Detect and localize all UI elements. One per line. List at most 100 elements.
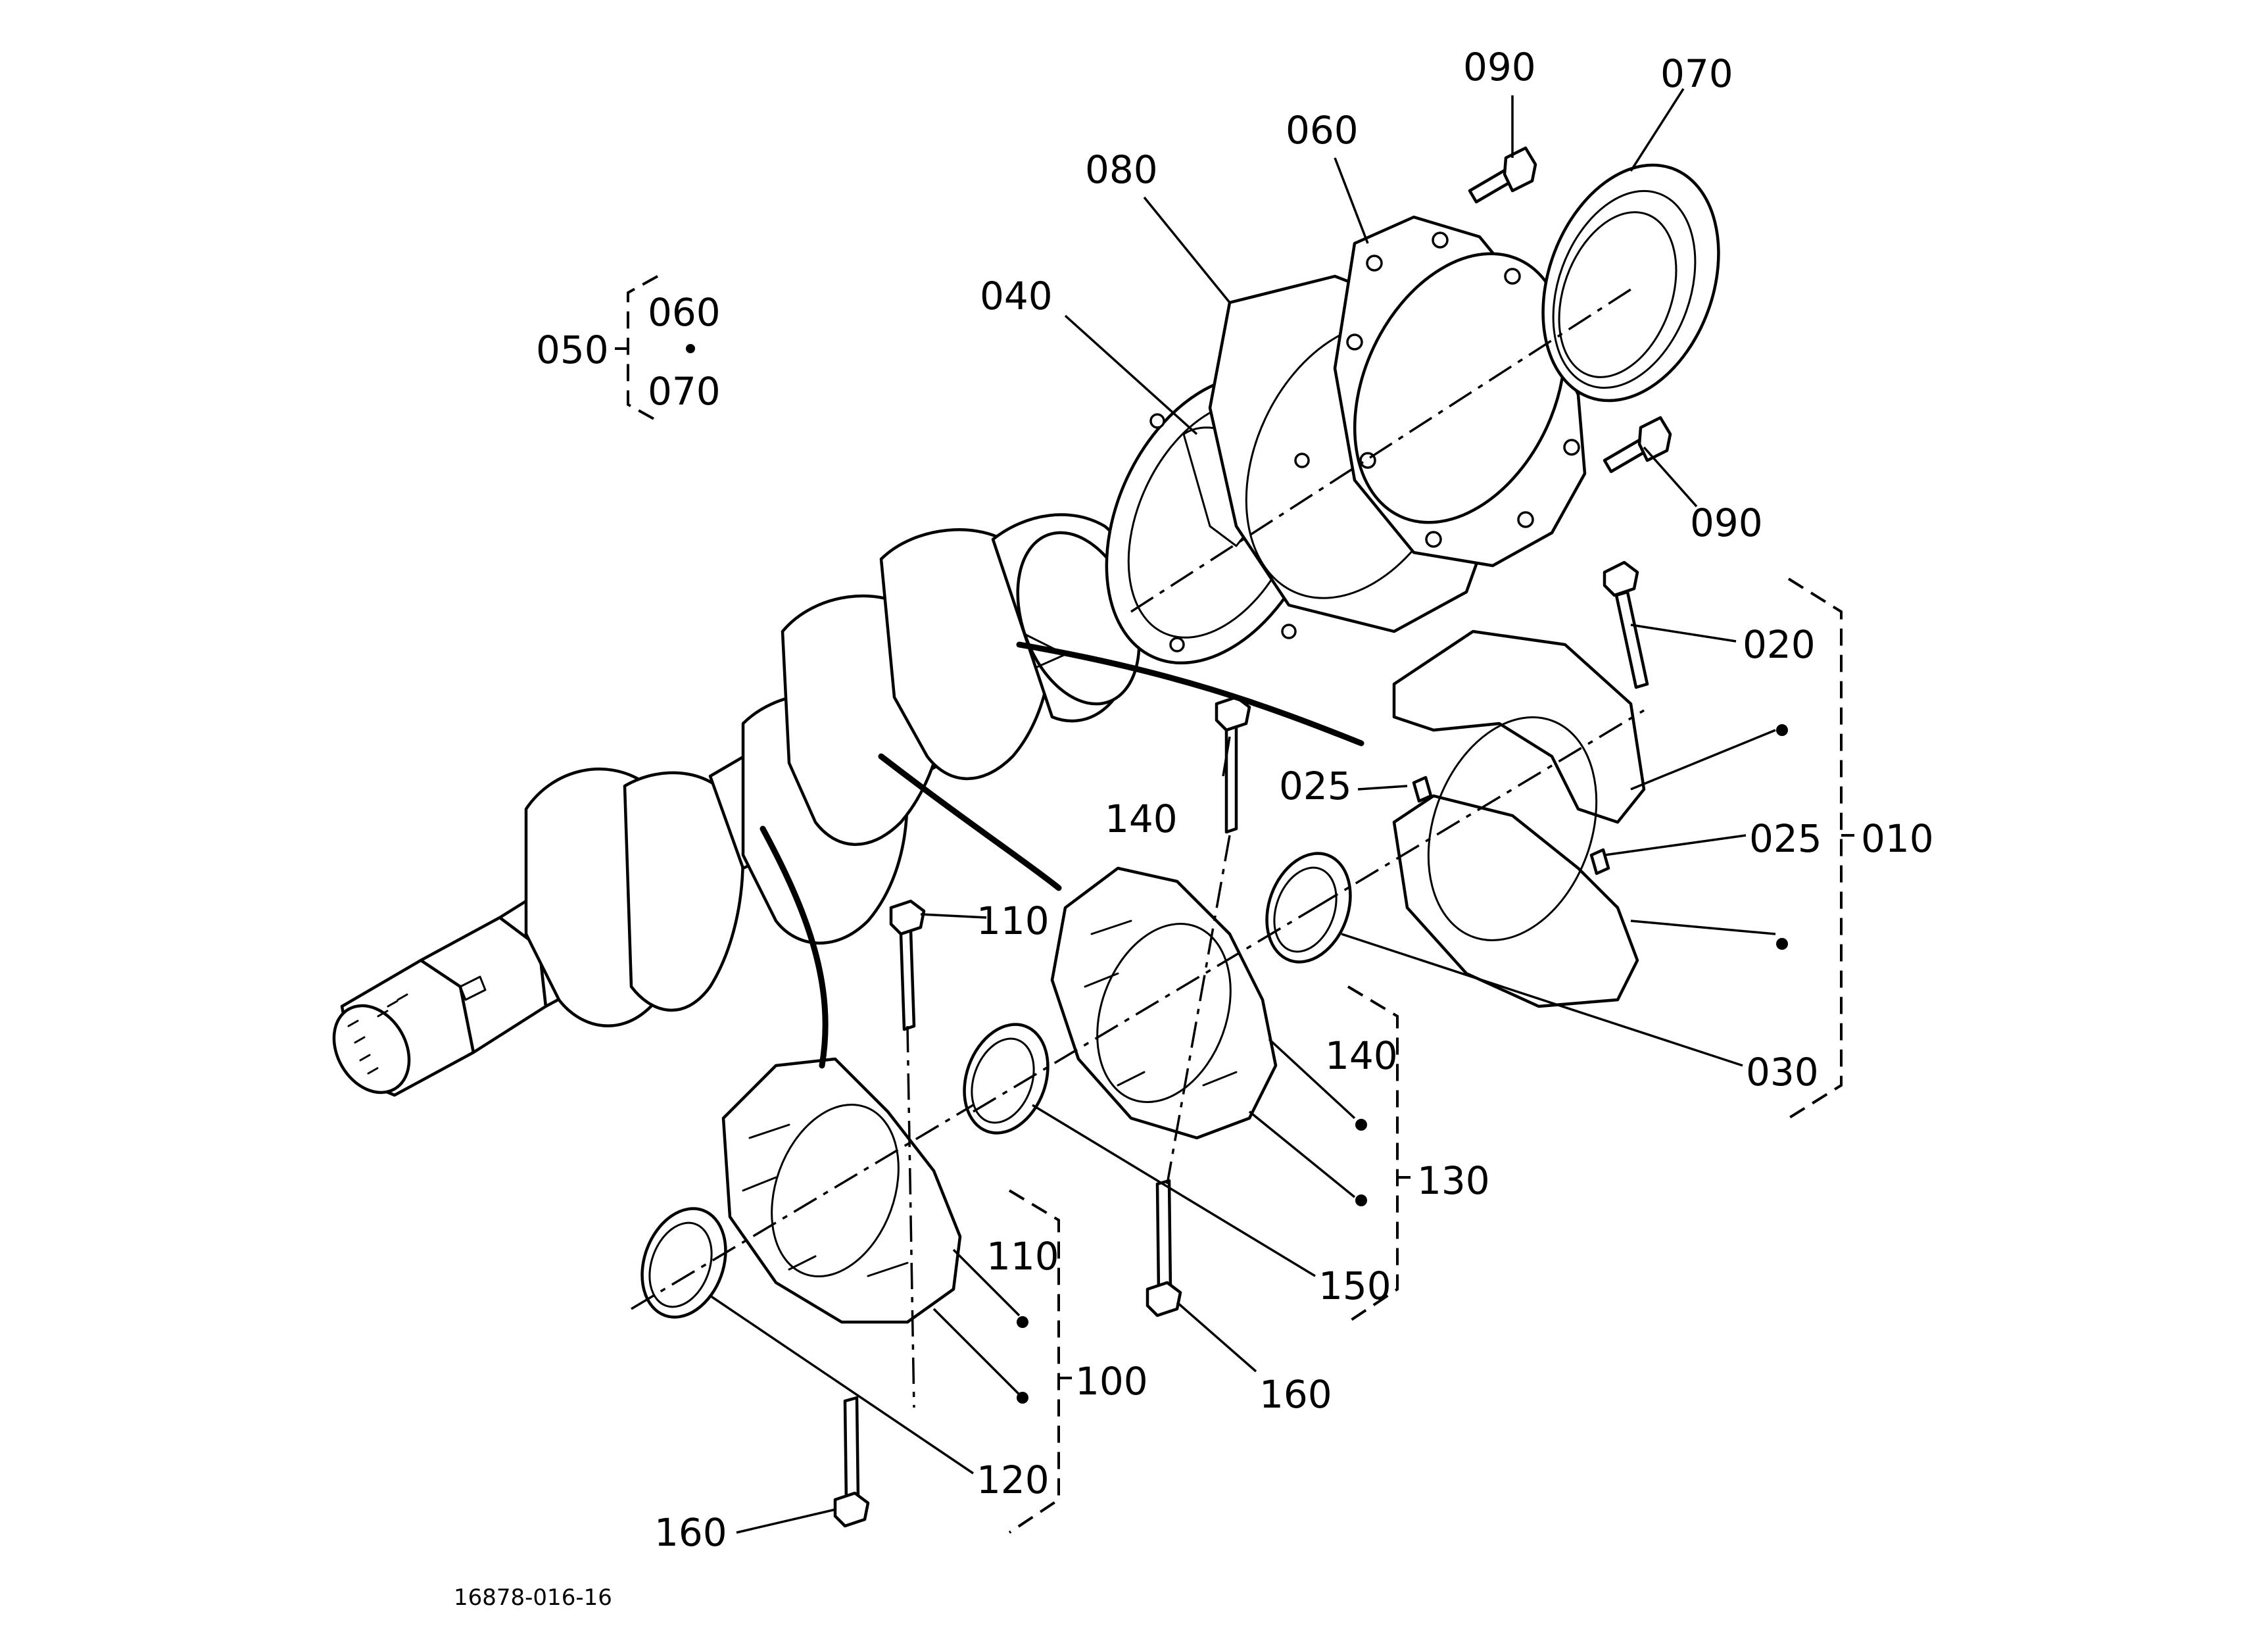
- bolt-110-shank: [899, 929, 916, 1031]
- leader-lines: [710, 88, 1776, 1534]
- leader-070: [1629, 88, 1685, 172]
- bearing-150: [963, 1023, 1050, 1135]
- bearing-120-inner: [648, 1221, 713, 1308]
- leader-dot-140b: [1248, 1110, 1356, 1198]
- bracket-100: [1008, 1189, 1060, 1534]
- bolt-hole: [1425, 531, 1442, 548]
- bracket-010: [1787, 578, 1843, 1119]
- bearing-case-100-body: [721, 1057, 962, 1324]
- axis-center: [973, 906, 1316, 1113]
- kit-dot: [686, 344, 695, 353]
- callout-070: 070: [1660, 51, 1733, 96]
- leader-150: [1032, 1104, 1316, 1277]
- bolt-090-bottom-head: [1637, 416, 1672, 462]
- crankshaft-spline-teeth: [347, 993, 408, 1075]
- assembly-arc-front: [760, 825, 829, 1069]
- rear-seal-assembly: [1105, 146, 1720, 665]
- callout-160-left: 160: [654, 1510, 727, 1555]
- leader-160-left: [736, 1508, 836, 1534]
- leader-dot-140a: [1268, 1038, 1356, 1119]
- callout-050-sub-060: 060: [648, 290, 721, 335]
- axis-seal: [1130, 288, 1631, 613]
- axis-front: [631, 1104, 974, 1310]
- seal-housing-060-bore: [1353, 252, 1567, 524]
- bearing-case-bore: [1427, 716, 1598, 941]
- bolt-hole: [1281, 624, 1297, 639]
- bolt-020-head: [1603, 560, 1639, 597]
- callout-140-bolt: 140: [1105, 797, 1178, 841]
- leader-dot-110b: [932, 1308, 1021, 1396]
- bolt-160-left-shank: [843, 1396, 860, 1505]
- bearing-030-inner: [1273, 866, 1338, 953]
- leader-080: [1143, 196, 1231, 304]
- bolt-hole: [1432, 232, 1449, 249]
- dowel-pin-025-a: [1412, 775, 1433, 803]
- bearing-150-inner: [971, 1037, 1035, 1124]
- bracket-130: [1347, 985, 1399, 1323]
- leader-025-a: [1357, 785, 1408, 791]
- dowel-pin-025-b: [1589, 848, 1610, 875]
- bearing-120: [640, 1207, 727, 1319]
- bearing-case-lower-half: [1392, 794, 1639, 1008]
- leader-090-bottom: [1643, 446, 1698, 508]
- callout-020: 020: [1743, 622, 1816, 667]
- callout-010: 010: [1861, 816, 1934, 861]
- bearing-case-130-bore: [1096, 922, 1232, 1104]
- bolt-hole: [1517, 511, 1534, 528]
- kit-dot: [1017, 1392, 1028, 1404]
- bolt-160-right-shank: [1155, 1179, 1172, 1294]
- callout-labels: 090 070 060 080 040 050 060 070 090 020 …: [454, 45, 1934, 1611]
- axis-bolt-140: [1166, 835, 1231, 1185]
- bolt-hole: [1346, 333, 1363, 351]
- leader-025-b: [1604, 834, 1747, 856]
- bearing-case-130-body: [1050, 866, 1278, 1140]
- assembly-arc-center: [878, 753, 1062, 891]
- kit-dot: [1017, 1316, 1028, 1328]
- bolt-090-top-head: [1503, 146, 1537, 193]
- leader-160-right: [1176, 1301, 1257, 1373]
- callout-025-a: 025: [1279, 764, 1352, 808]
- main-bearing-case-130: [963, 695, 1278, 1317]
- kit-markers: [686, 344, 1788, 1404]
- main-bearing-case-010: [1265, 560, 1649, 1008]
- leader-140-bolt: [1222, 736, 1231, 777]
- callout-080: 080: [1085, 147, 1158, 192]
- arc-arrowhead: [1025, 633, 1067, 669]
- bolt-160-left-head: [833, 1491, 870, 1528]
- oil-seal-070-lip: [1558, 211, 1677, 378]
- drawing-reference-code: 16878-016-16: [454, 1585, 612, 1611]
- callout-090-bottom: 090: [1690, 501, 1763, 545]
- kit-dot: [1776, 938, 1788, 950]
- callout-110-group: 110: [986, 1234, 1059, 1279]
- leader-120: [710, 1294, 974, 1475]
- leader-030: [1341, 933, 1743, 1067]
- kit-dot: [1355, 1194, 1367, 1206]
- callout-060: 060: [1286, 108, 1359, 153]
- callout-130: 130: [1417, 1158, 1490, 1203]
- bolt-hole: [1294, 453, 1310, 468]
- bolt-090-top: [1468, 146, 1537, 204]
- bolt-hole: [1563, 439, 1580, 456]
- callout-025-b: 025: [1749, 816, 1822, 861]
- callout-050: 050: [536, 328, 609, 372]
- bolt-140-shank: [1224, 725, 1238, 834]
- crankshaft-spline-face: [332, 1004, 411, 1094]
- leader-dot-upper: [1630, 729, 1776, 791]
- crankshaft-web-1-front: [623, 771, 744, 1012]
- group-brackets: [615, 275, 1854, 1534]
- leader-dot-lower: [1630, 920, 1776, 935]
- callout-120: 120: [977, 1458, 1050, 1502]
- callout-140-group: 140: [1325, 1033, 1398, 1078]
- bolt-160-right-head: [1146, 1281, 1182, 1317]
- bolt-hole: [1504, 268, 1521, 285]
- bearing-case-130-ribs: [1084, 920, 1238, 1087]
- bolt-hole: [1169, 637, 1185, 652]
- callout-090-top: 090: [1463, 45, 1536, 89]
- bearing-case-100-ribs: [742, 1123, 909, 1277]
- axis-bolt-110: [906, 1025, 915, 1408]
- callout-050-sub-070: 070: [648, 369, 721, 414]
- bolt-090-bottom: [1603, 416, 1672, 474]
- leader-040: [1064, 314, 1198, 435]
- bolt-hole: [1149, 413, 1165, 429]
